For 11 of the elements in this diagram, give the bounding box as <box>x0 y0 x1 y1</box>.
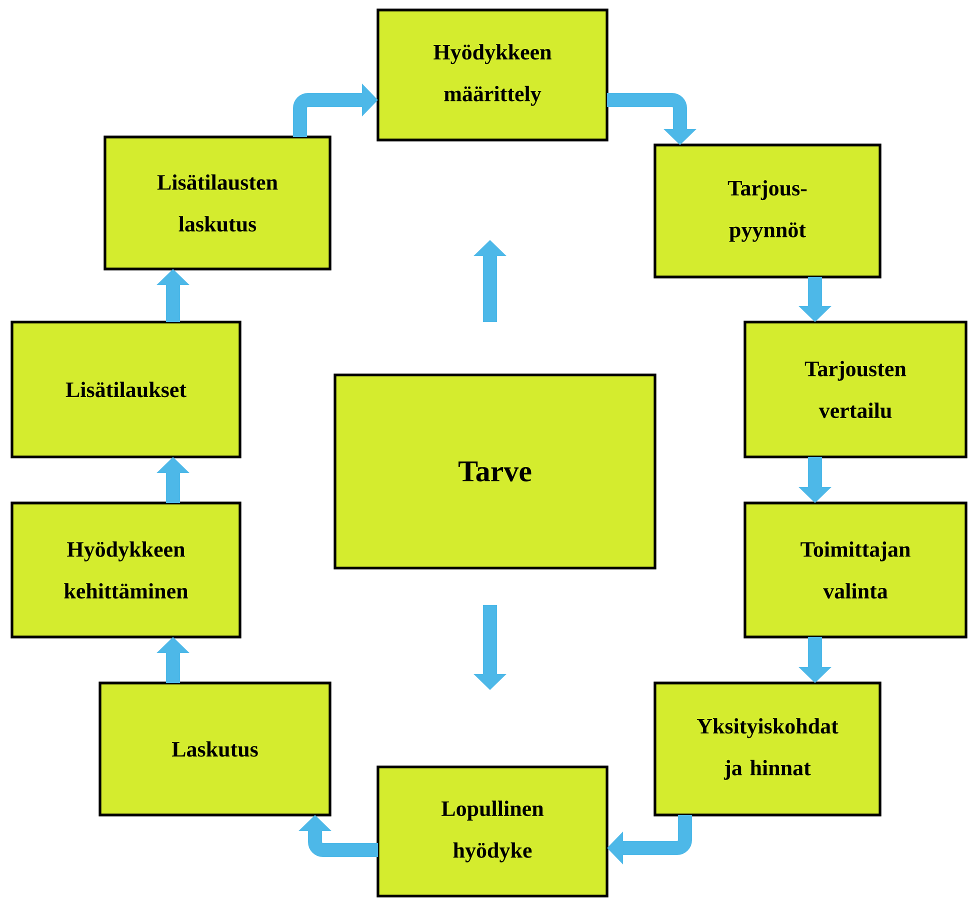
process-box: Tarjousten vertailu <box>744 320 968 458</box>
process-box: Lisätilaukset <box>10 320 242 458</box>
process-box: Hyödykkeen kehittäminen <box>10 502 242 638</box>
process-box: Laskutus <box>98 682 332 816</box>
process-box: Toimittajan valinta <box>744 502 968 638</box>
process-box: Tarve <box>334 374 656 570</box>
process-box: Tarjous- pyynnöt <box>654 144 882 278</box>
process-box: Lisätilausten laskutus <box>104 136 332 270</box>
process-box: Yksityiskohdat ja hinnat <box>654 682 882 816</box>
process-box: Hyödykkeen määrittely <box>376 8 608 142</box>
process-box: Lopullinen hyödyke <box>376 766 608 898</box>
